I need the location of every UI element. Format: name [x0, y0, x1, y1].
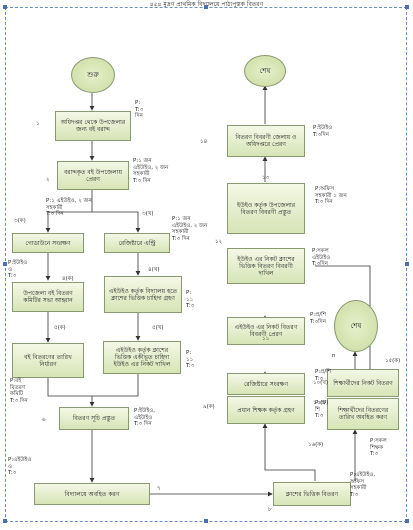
person-time-note: P:১ জন এইউইও, ২ জন সহকারী T:৩ দিন: [172, 216, 208, 242]
step-number: ১০(খ): [313, 380, 329, 386]
step-number: ৯(ক): [203, 404, 215, 410]
step-15-box[interactable]: শিক্ষার্থীদের নিকট বিতরণ: [327, 369, 399, 397]
step-number: ৩(ক): [14, 218, 26, 224]
step-number: ৭: [157, 486, 161, 492]
resize-handle[interactable]: [405, 262, 409, 266]
step-number: ১৪: [200, 139, 208, 145]
step-13-box[interactable]: ইউইও কর্তৃক উপজেলার বিতরণ বিবরণী প্রস্তু…: [227, 183, 305, 234]
person-time-note: P:১ জন এইউইও, ২ জন সহকারী T:৩ দিন: [133, 158, 169, 184]
person-time-note: P: ১১ T:৩: [186, 350, 195, 369]
step-number: ৩(খ): [142, 211, 154, 217]
person-time-note: P:এইউইও ও T:৩: [8, 457, 32, 476]
step-7-box[interactable]: বিদ্যালয়ে অবহিত করণ: [34, 483, 150, 505]
resize-handle[interactable]: [3, 5, 7, 9]
person-time-note: P:১ এইউইও, ২ জন সহকারী T:৩ দিন: [46, 198, 92, 217]
resize-handle[interactable]: [3, 262, 7, 266]
resize-handle[interactable]: [405, 5, 409, 9]
step-number: ৪(ক): [62, 276, 74, 282]
end-node[interactable]: শেষ: [244, 55, 286, 87]
step-8-box[interactable]: ক্লাশের ভিত্তিক বিতরণ: [273, 482, 351, 506]
step-number: ১৩: [262, 175, 270, 181]
start-node[interactable]: শুরু: [71, 57, 115, 93]
person-time-note: P:বই বিতরণ কমিটি T:৩ দিন: [10, 378, 28, 404]
step-2-box[interactable]: বরাদ্দকৃত বই উপজেলায় প্রেরণ: [57, 161, 129, 190]
step-number: ১০(ক): [313, 400, 329, 406]
person-time-note: P:সকল শিক্ষক T:৩: [370, 438, 387, 457]
person-time-note: P:অফিস সহকারী ১ জন T:৩ দিন: [315, 186, 347, 205]
step-11-box[interactable]: এইউইও এর নিকট বিতরণ বিবরণী প্রেরণ: [227, 317, 305, 345]
step-number: ৫(ক): [54, 325, 66, 331]
step-10-box[interactable]: রেজিষ্টারে সংরক্ষণ: [227, 373, 305, 395]
step-number: ৬: [42, 417, 46, 423]
step-number: ১৬(ক): [308, 442, 324, 448]
end-node-2[interactable]: শেষ: [334, 300, 378, 352]
step-number: ৪(খ): [148, 267, 160, 273]
person-time-note: P:প্র/শি T:৩: [315, 369, 331, 382]
step-number: n: [332, 353, 336, 359]
step-9-box[interactable]: প্রধান শিক্ষক কর্তৃক গ্রহণ: [227, 396, 305, 424]
person-time-note: P:এইউইও, অফিস সহকারী T:৩: [350, 472, 376, 498]
step-number: ৮: [268, 507, 272, 513]
person-time-note: P:সকল এইউইও T:৩দিন: [312, 248, 331, 267]
step-16-box[interactable]: শিক্ষার্থীদের বিতরণের তারিখ অবহিত করণ: [327, 398, 399, 430]
resize-handle[interactable]: [405, 519, 409, 523]
step-number: ৫(খ): [152, 325, 164, 331]
person-time-note: P:প্র/শি T:৩দিন: [310, 312, 326, 325]
person-time-note: P:ইউইও T:৩দিন: [313, 125, 333, 138]
person-time-note: P:প্র/ শি T:৩: [315, 400, 327, 419]
person-time-note: P: ১১ T:৩: [186, 290, 195, 309]
step-4a-box[interactable]: উপজেলা বই বিতরণ কমিটির সভা আহ্বান: [12, 282, 84, 312]
step-number: ১: [36, 121, 40, 127]
step-number: ২: [46, 177, 50, 183]
resize-handle[interactable]: [3, 519, 7, 523]
step-6-box[interactable]: বিতরণ সূচি প্রস্তুত: [59, 407, 129, 430]
step-number: ১২: [215, 239, 223, 245]
step-5b-box[interactable]: এইউইও কর্তৃক ক্লাশের ভিত্তিক একীভূত চাহি…: [103, 341, 181, 374]
step-number: ১৫(ক): [385, 358, 401, 364]
person-time-note: P: T:৩ দিন: [135, 100, 144, 119]
step-3b-box[interactable]: রেজিষ্টারে এন্ট্রি: [104, 233, 170, 253]
step-14-box[interactable]: বিতরণ বিবরণী জেলায় ও অধিদপ্তরে প্রেরণ: [227, 125, 305, 157]
person-time-note: P:ইউইও ও T:৩: [8, 260, 28, 279]
resize-handle[interactable]: [204, 519, 208, 523]
step-3a-box[interactable]: গোডাউনে সংরক্ষণ: [12, 233, 84, 253]
step-4b-box[interactable]: এইউইও কর্তৃক বিদ্যালয় হতে ক্লাশের ভিত্ত…: [104, 276, 182, 313]
step-12-box[interactable]: ইউইও এর নিকট ক্লাশের ভিত্তিক বিতরণ বিবরণ…: [227, 248, 305, 284]
step-5a-box[interactable]: বই বিতরণের তারিখ নির্ধারণ: [12, 343, 84, 378]
step-1-box[interactable]: অধিদপ্তর থেকে উপজেলার জন্য বই বরাদ্দ: [55, 111, 131, 141]
diagram-title: ৪৫৪ মুদ্রণ প্রাথমিক বিদ্যালয়ে পাঠ্যপুস্…: [149, 1, 264, 8]
resize-handle[interactable]: [204, 5, 208, 9]
step-number: ১১: [262, 336, 270, 342]
person-time-note: P:ইউইও, এইউইও T:৩ দিন: [134, 408, 155, 427]
